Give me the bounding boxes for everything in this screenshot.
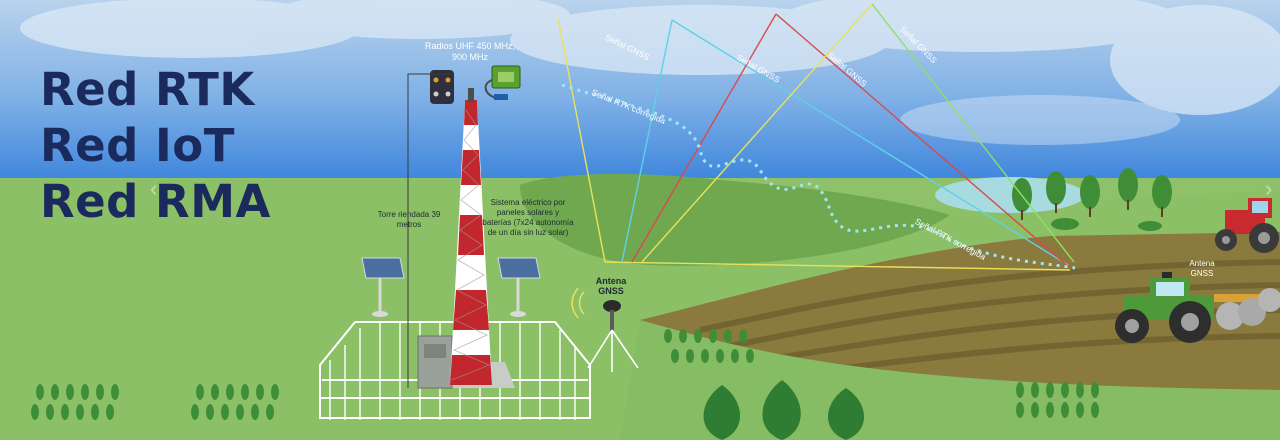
power-system-label: Sistema eléctrico por paneles solares y … <box>482 198 574 237</box>
solar-panel-right <box>497 257 541 317</box>
headline: Red RTK Red IoT Red RMA <box>40 62 271 230</box>
radios-label: Radios UHF 450 MHz, 900 MHz <box>424 41 516 62</box>
red-tractor <box>1215 198 1279 253</box>
headline-line-3: Red RMA <box>40 175 271 228</box>
distant-trees <box>1012 168 1172 231</box>
foreground-trees <box>703 380 865 440</box>
rtk-signal-path <box>561 83 1076 270</box>
hill <box>520 173 950 266</box>
solar-panel-left <box>361 257 405 317</box>
gnss-signal-lines <box>557 3 1075 271</box>
chevron-right-icon[interactable]: › <box>1265 176 1273 201</box>
headline-line-1: Red RTK <box>40 63 255 116</box>
crop-rows <box>31 329 1099 420</box>
plowed-field <box>640 232 1280 390</box>
tractor-antenna-label: Antena GNSS <box>1189 259 1215 278</box>
green-tractor <box>1115 272 1280 343</box>
base-antenna-label: Antena GNSS <box>595 276 627 296</box>
tower-label: Torre riendada 39 metros <box>377 210 441 229</box>
clouds <box>20 0 1280 145</box>
gnss-antenna-tripod <box>571 287 639 372</box>
chevron-left-icon[interactable]: ‹ <box>150 176 158 201</box>
lattice-tower <box>450 88 492 385</box>
equipment-cabinet <box>417 335 453 389</box>
headline-line-2: Red IoT <box>40 119 235 172</box>
uhf-radio-devices <box>430 65 521 104</box>
